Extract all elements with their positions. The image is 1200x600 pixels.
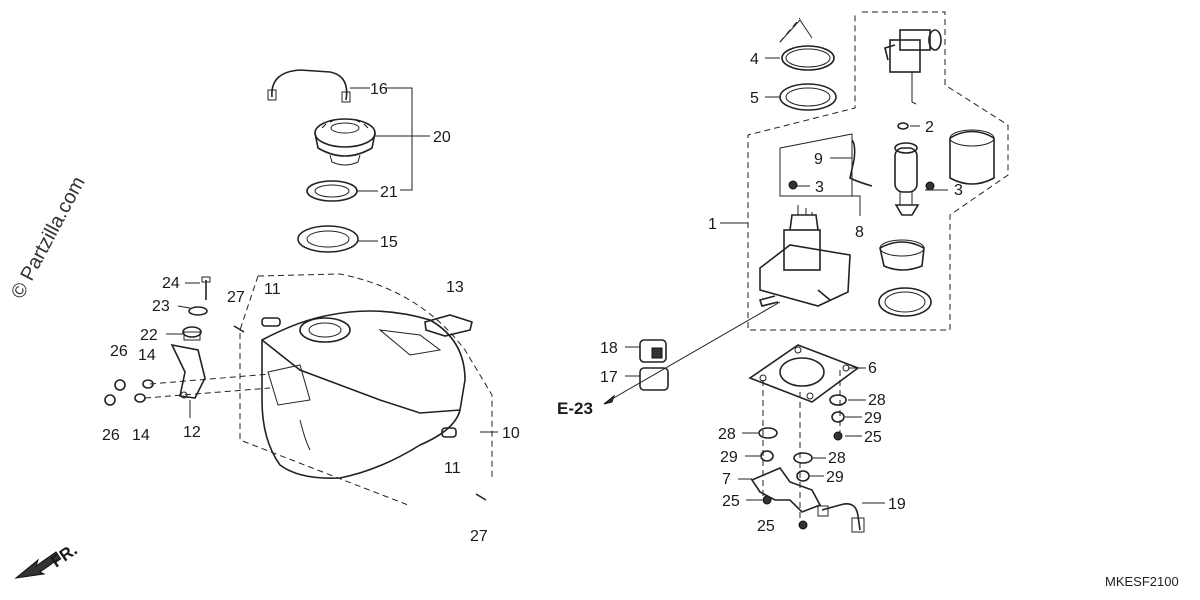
callout-23: 23 xyxy=(152,298,170,315)
callout-8: 8 xyxy=(855,224,864,241)
callout-27-bottom: 27 xyxy=(470,528,488,545)
pump-o-ring xyxy=(781,45,835,71)
callout-29-right: 29 xyxy=(864,410,882,427)
pump-gasket xyxy=(748,344,860,403)
callout-28-left: 28 xyxy=(718,426,736,443)
fuel-pump-assembly xyxy=(603,11,1009,533)
callout-16: 16 xyxy=(370,81,388,98)
nut-25-center xyxy=(798,520,808,530)
washer-28-right xyxy=(829,394,847,406)
pump-stay xyxy=(750,467,822,513)
filler-packing xyxy=(297,225,359,253)
pump-lower-ring xyxy=(878,287,932,317)
pump-spring-bracket xyxy=(849,139,873,187)
connector-cover-17 xyxy=(639,367,669,391)
reference-e23: E-23 xyxy=(557,399,593,418)
callout-14-bottom: 14 xyxy=(132,427,150,444)
washer-28-center xyxy=(793,452,813,464)
clip-top xyxy=(233,325,245,333)
callout-21: 21 xyxy=(380,184,398,201)
callout-15: 15 xyxy=(380,234,398,251)
callout-26-top: 26 xyxy=(110,343,128,360)
tank-mount-bracket xyxy=(170,343,206,399)
callout-25-left: 25 xyxy=(722,493,740,510)
callout-5: 5 xyxy=(750,90,759,107)
connector-cover-18 xyxy=(639,339,667,363)
pump-strainer xyxy=(879,241,925,271)
fuel-cap xyxy=(314,118,376,166)
callout-19: 19 xyxy=(888,496,906,513)
breather-tube xyxy=(271,69,348,101)
fuel-tank-assembly xyxy=(104,69,498,506)
callout-3-left: 3 xyxy=(815,179,824,196)
watermark: © Partzilla.com xyxy=(7,173,90,302)
filter-clip xyxy=(788,180,798,190)
rubber-cushion-top xyxy=(261,317,281,327)
callout-11-top: 11 xyxy=(264,281,281,298)
pump-sleeve xyxy=(949,130,995,185)
callout-11-bottom: 11 xyxy=(444,460,461,477)
callout-1: 1 xyxy=(708,216,717,233)
callout-22: 22 xyxy=(140,327,158,344)
pump-connector xyxy=(884,29,942,105)
callout-28-center: 28 xyxy=(828,450,846,467)
nut-upper xyxy=(114,379,126,391)
callout-2: 2 xyxy=(925,119,934,136)
washer-28-left xyxy=(758,427,778,439)
callout-29-left: 29 xyxy=(720,449,738,466)
fuel-pump xyxy=(894,142,920,216)
tank-bracket xyxy=(424,314,473,337)
sleeve-clip xyxy=(925,181,935,191)
front-arrow: FR. xyxy=(14,540,81,579)
callout-27-top: 27 xyxy=(227,289,245,306)
callout-6: 6 xyxy=(868,360,877,377)
diagram-code: MKESF2100 xyxy=(1105,574,1179,589)
callout-20: 20 xyxy=(433,129,451,146)
callout-13: 13 xyxy=(446,279,464,296)
callout-25-right: 25 xyxy=(864,429,882,446)
spacer-29-left xyxy=(760,450,774,462)
callout-29-center: 29 xyxy=(826,469,844,486)
callout-26-bottom: 26 xyxy=(102,427,120,444)
nut-lower xyxy=(104,394,116,406)
callout-17: 17 xyxy=(600,369,618,386)
callout-25-center: 25 xyxy=(757,518,775,535)
fuel-feed-hose xyxy=(821,503,861,531)
callout-28-right: 28 xyxy=(868,392,886,409)
callout-12: 12 xyxy=(183,424,201,441)
o-ring-small xyxy=(897,122,909,130)
fuel-tank xyxy=(261,310,466,480)
callout-10: 10 xyxy=(502,425,520,442)
spacer-29-center xyxy=(796,470,810,482)
callout-24: 24 xyxy=(162,275,180,292)
callout-3-right: 3 xyxy=(954,182,963,199)
callout-7: 7 xyxy=(722,471,731,488)
callout-14-top: 14 xyxy=(138,347,156,364)
clip-bottom xyxy=(475,493,487,501)
mount-hardware xyxy=(182,276,211,341)
rubber-cushion-bottom xyxy=(441,427,457,438)
spacer-29-right xyxy=(831,411,845,423)
front-indicator-label: FR. xyxy=(47,540,80,571)
washer-lower xyxy=(134,393,146,403)
callout-18: 18 xyxy=(600,340,618,357)
callout-9: 9 xyxy=(814,151,823,168)
callout-4: 4 xyxy=(750,51,759,68)
nut-25-right xyxy=(833,431,843,441)
fuel-pump-module xyxy=(758,205,851,307)
